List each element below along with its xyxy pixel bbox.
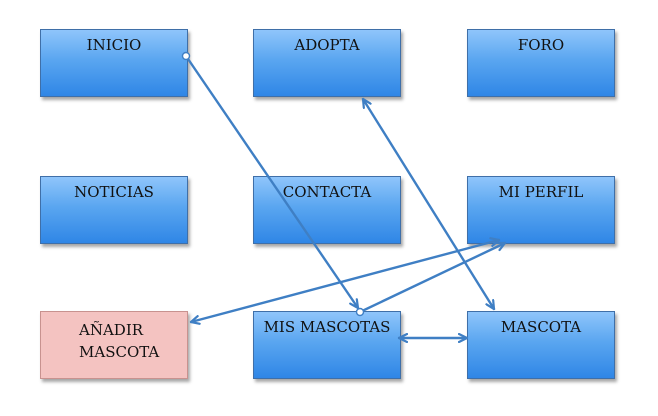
node-mis-mascotas: MIS MASCOTAS [253, 311, 401, 379]
node-adopta-label: ADOPTA [294, 36, 360, 54]
node-foro-label: FORO [517, 36, 565, 54]
node-anadir-mascota: AÑADIR MASCOTA [40, 311, 188, 379]
node-mascota-label: MASCOTA [500, 318, 582, 336]
node-contacta-label: CONTACTA [282, 183, 372, 201]
node-mi-perfil-label: MI PERFIL [498, 183, 584, 201]
node-mascota: MASCOTA [467, 311, 615, 379]
node-noticias: NOTICIAS [40, 176, 188, 244]
node-anadir-mascota-label: AÑADIR MASCOTA [79, 319, 187, 363]
node-anadir-line1: AÑADIR [79, 321, 144, 339]
node-adopta: ADOPTA [253, 29, 401, 97]
node-anadir-line2: MASCOTA [79, 343, 160, 361]
node-contacta: CONTACTA [253, 176, 401, 244]
node-mis-mascotas-label: MIS MASCOTAS [263, 318, 391, 336]
node-inicio-label: INICIO [86, 36, 142, 54]
connector-mi-perfil-anadir [189, 240, 501, 322]
connector-mi-perfil-mis-mascotas [358, 243, 507, 314]
node-foro: FORO [467, 29, 615, 97]
node-mi-perfil: MI PERFIL [467, 176, 615, 244]
node-noticias-label: NOTICIAS [74, 183, 154, 201]
node-inicio: INICIO [40, 29, 188, 97]
